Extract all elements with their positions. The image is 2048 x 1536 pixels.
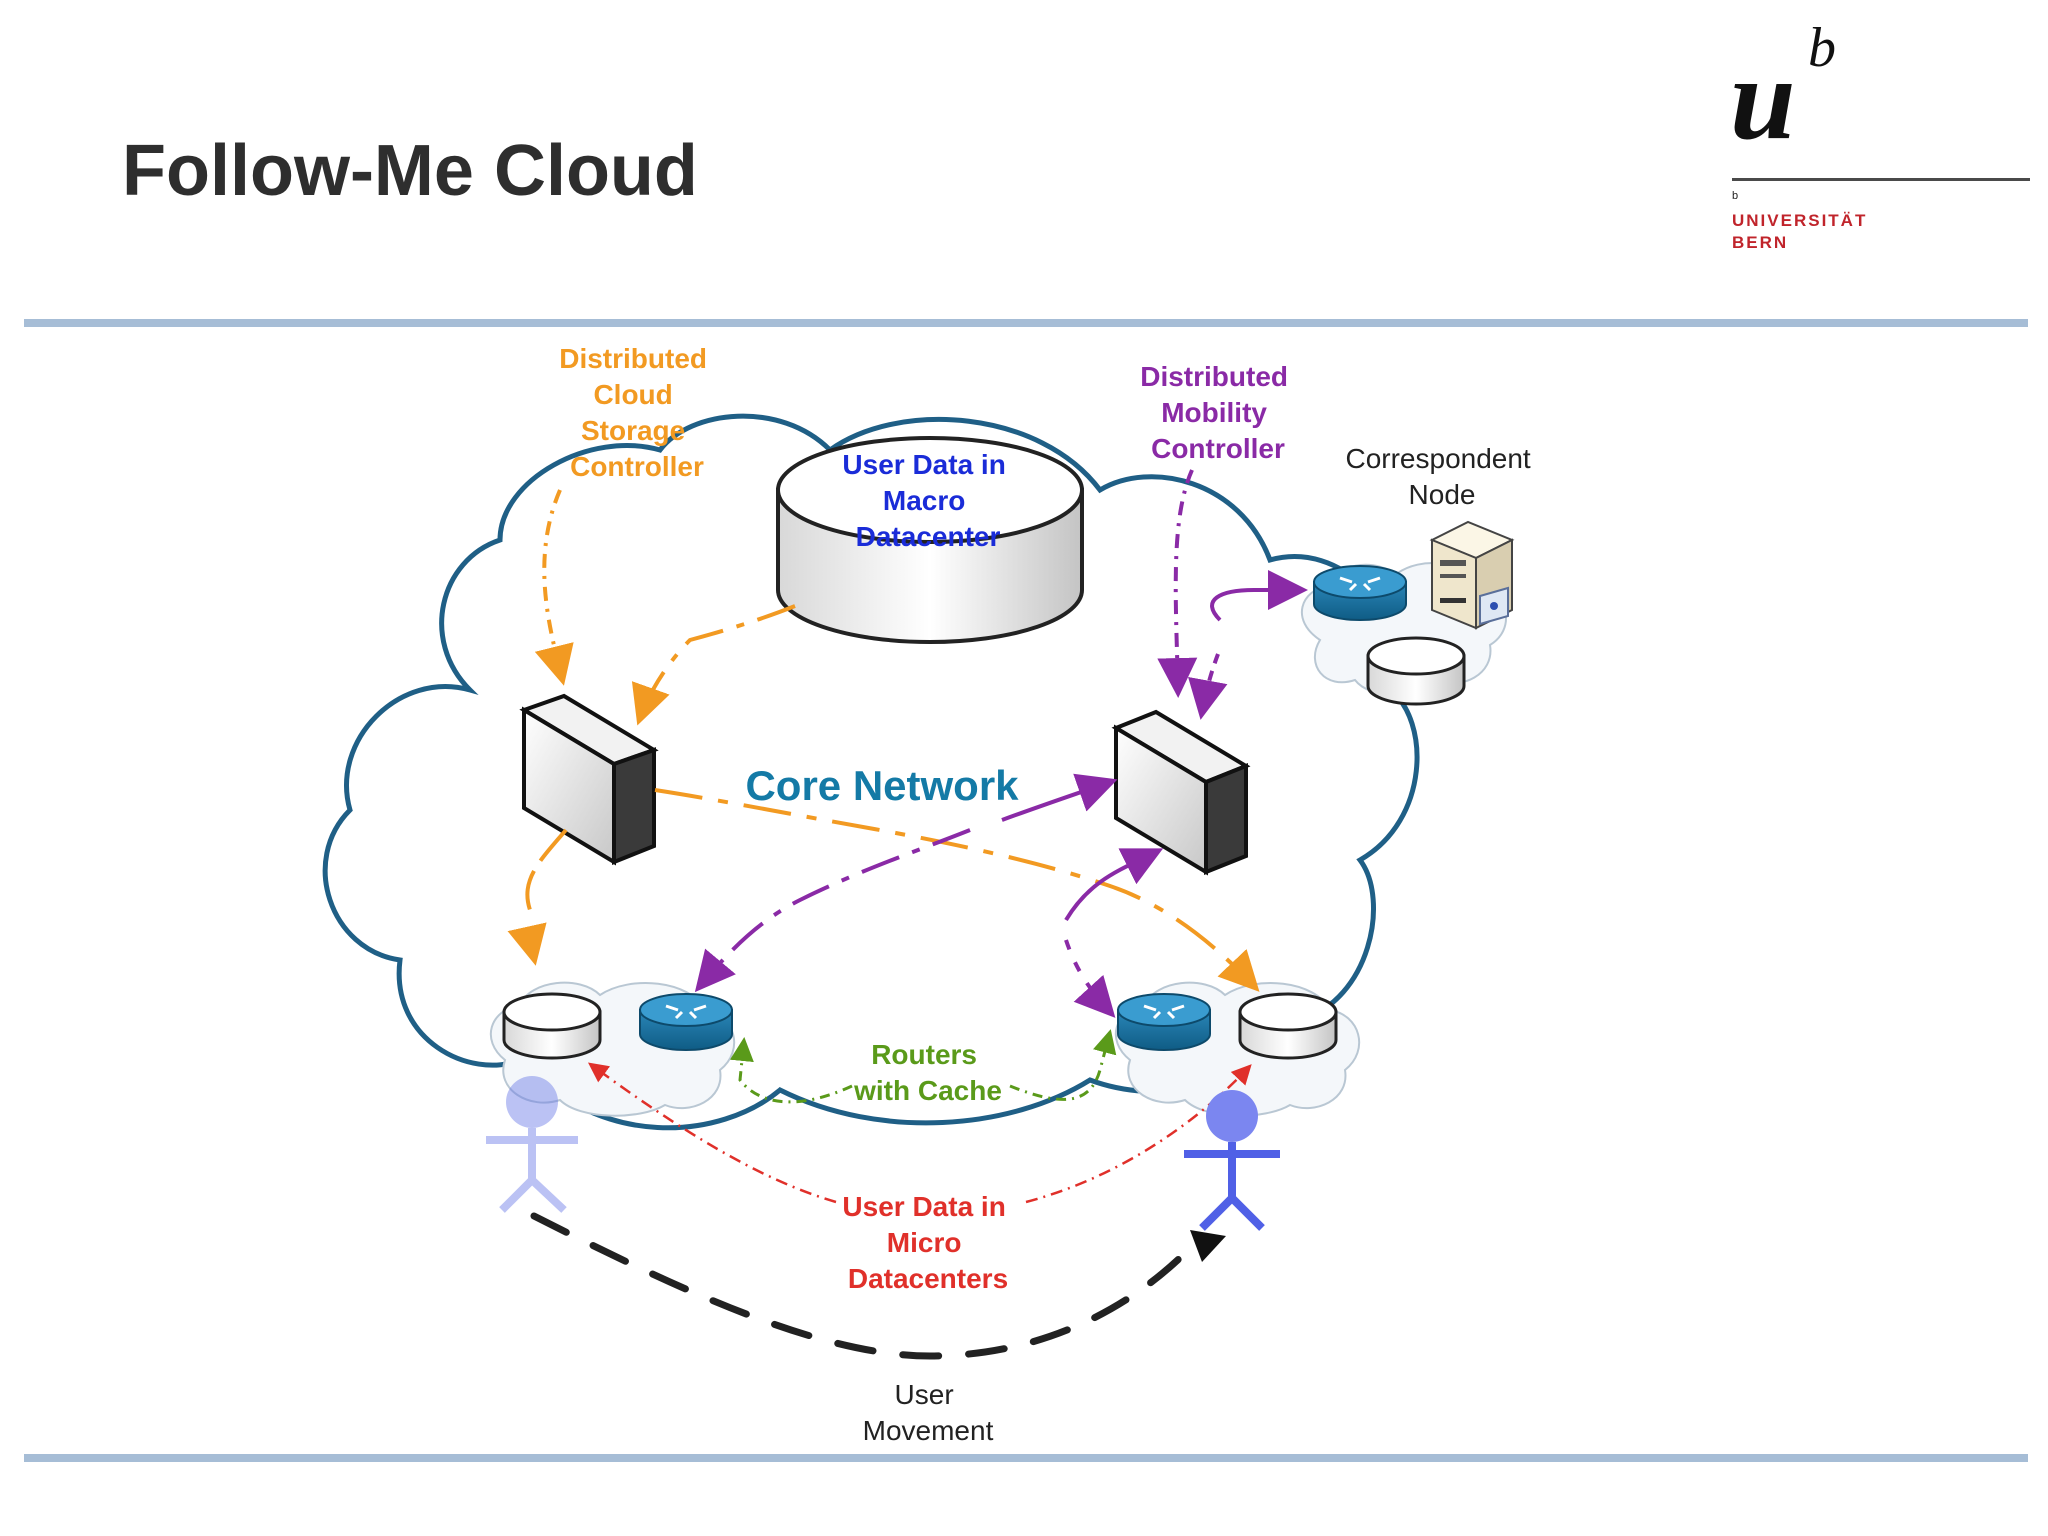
user-movement-path: [530, 1212, 1226, 1360]
logo-letter: u: [1730, 33, 1796, 164]
correspondent-router: [1313, 565, 1407, 621]
mobility-controller-server: [1111, 709, 1251, 876]
footer-divider: [24, 1454, 2028, 1462]
correspondent-node-server: [1429, 520, 1515, 630]
user-figure-origin: [486, 1076, 578, 1213]
storage-flows: [527, 489, 1260, 986]
logo-mark: b: [1732, 190, 1739, 202]
university-logo: u b b UNIVERSITÄT BERN: [1730, 20, 2030, 260]
logo-superscript: b: [1808, 17, 1836, 79]
correspondent-storage-cylinder: [1366, 636, 1466, 706]
logo-line-1: UNIVERSITÄT: [1732, 211, 1868, 230]
header-divider: [24, 319, 2028, 327]
core-network-label: Core Network: [745, 762, 1019, 809]
micro-datacenters-label: User Data in Micro Datacenters: [842, 1191, 1013, 1294]
logo-line-2: BERN: [1732, 233, 1789, 253]
routers-cache-label: Routers with Cache: [853, 1039, 1002, 1106]
left-micro-datacenter: [502, 992, 602, 1060]
left-router: [639, 993, 733, 1051]
macro-datacenter-cylinder: [776, 436, 1084, 644]
micro-datacenter-links: [587, 1062, 1252, 1204]
core-network-cloud: [322, 413, 1420, 1131]
router-cache-links: [729, 1029, 1117, 1104]
correspondent-node-label: Correspondent Node: [1345, 443, 1538, 510]
logo-divider: [1732, 178, 2030, 181]
right-micro-datacenter: [1238, 992, 1338, 1060]
storage-controller-server: [519, 693, 659, 866]
mobility-controller-label: Distributed Mobility Controller: [1140, 361, 1296, 464]
user-movement-label: User Movement: [863, 1379, 994, 1446]
mobility-flows: [694, 469, 1308, 1018]
slide-title: Follow-Me Cloud: [122, 131, 698, 211]
logo-name: UNIVERSITÄT BERN: [1732, 210, 1867, 254]
macro-datacenter-label: User Data in Macro Datacenter: [842, 449, 1013, 552]
storage-controller-label: Distributed Cloud Storage Controller: [559, 343, 715, 482]
user-figure-destination: [1184, 1090, 1280, 1231]
right-router: [1117, 993, 1211, 1051]
